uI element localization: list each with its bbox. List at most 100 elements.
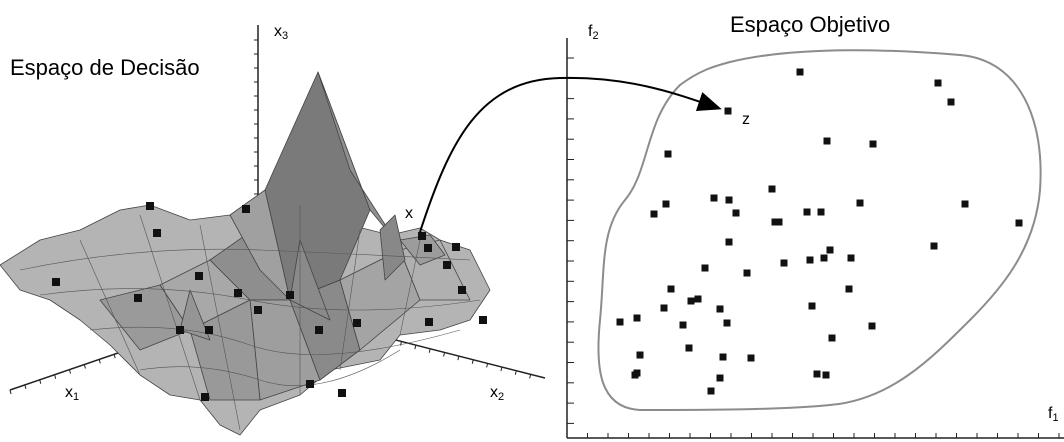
x2-tick	[514, 370, 517, 375]
decision-point-marker	[153, 229, 161, 237]
x2-tick	[500, 366, 503, 372]
decision-point-marker	[52, 278, 60, 286]
f1-axis-label: f1	[1048, 405, 1059, 424]
decision-point-marker	[201, 393, 209, 401]
objective-point-marker	[856, 199, 864, 207]
decision-point-marker	[443, 261, 451, 269]
objective-point-label: z	[742, 111, 750, 128]
objective-point-marker	[947, 98, 955, 106]
objective-space-markers	[616, 68, 1023, 395]
objective-point-marker	[743, 269, 751, 277]
objective-point-marker	[616, 318, 624, 326]
x2-tick	[529, 374, 532, 379]
objective-point-marker	[847, 254, 855, 262]
decision-point-marker	[424, 244, 432, 252]
objective-point-marker	[869, 140, 877, 148]
objective-point-marker	[1015, 219, 1023, 227]
objective-point-marker	[930, 242, 938, 250]
objective-point-marker	[687, 297, 695, 305]
objective-point-marker	[820, 254, 828, 262]
objective-point-marker	[660, 304, 668, 312]
objective-point-marker	[796, 68, 804, 76]
x2-tick	[457, 355, 460, 361]
objective-point-marker	[631, 371, 639, 379]
x1-tick	[83, 364, 86, 369]
objective-point-marker	[662, 200, 670, 208]
objective-space-title: Espaço Objetivo	[730, 12, 891, 37]
decision-point-marker	[242, 205, 250, 213]
decision-point-marker	[315, 326, 323, 334]
objective-point-marker	[725, 238, 733, 246]
objective-point-marker	[826, 246, 834, 254]
objective-point-marker	[723, 319, 731, 327]
x2-tick	[471, 359, 474, 364]
objective-point-marker	[725, 196, 733, 204]
decision-surface	[0, 71, 491, 436]
surface-grid-lines	[19, 205, 481, 431]
objective-point-marker	[823, 137, 831, 145]
mapping-arrow	[419, 76, 722, 233]
x3-axis-label: x3	[274, 23, 289, 42]
x2-tick	[428, 348, 431, 353]
objective-point-marker	[636, 351, 644, 359]
objective-point-marker	[808, 302, 816, 310]
objective-point-marker	[822, 371, 830, 379]
x2-tick	[486, 363, 489, 368]
decision-point-marker	[205, 326, 213, 334]
objective-point-marker	[667, 285, 675, 293]
decision-point-marker	[452, 243, 460, 251]
x1-tick	[9, 389, 12, 395]
objective-point-marker	[679, 321, 687, 329]
objective-point-marker	[685, 344, 693, 352]
objective-point-marker	[768, 185, 776, 193]
objective-point-marker	[710, 194, 718, 202]
objective-space-axes	[566, 38, 1064, 439]
decision-point-marker	[425, 318, 433, 326]
objective-point-marker	[650, 210, 658, 218]
x1-tick	[54, 374, 57, 379]
decision-point-marker	[338, 389, 346, 397]
decision-point-label: x	[405, 205, 413, 222]
x1-tick	[98, 359, 101, 364]
decision-point-marker	[286, 291, 294, 299]
x1-tick	[69, 369, 72, 374]
x1-tick	[24, 384, 27, 390]
objective-point-marker	[719, 353, 727, 361]
objective-point-marker	[813, 370, 821, 378]
objective-point-marker	[780, 259, 788, 267]
objective-point-marker	[724, 107, 732, 115]
objective-point-marker	[803, 208, 811, 216]
objective-point-marker	[845, 285, 853, 293]
objective-point-marker	[868, 322, 876, 330]
objective-point-marker	[707, 387, 715, 395]
decision-point-marker	[479, 316, 487, 324]
objective-point-marker	[806, 256, 814, 264]
feasible-region-outline	[597, 49, 1042, 412]
objective-point-marker	[633, 314, 641, 322]
objective-point-marker	[775, 218, 783, 226]
decision-point-marker	[134, 294, 142, 302]
decision-point-marker	[195, 272, 203, 280]
objective-point-marker	[817, 208, 825, 216]
objective-space-axis-ticks	[566, 57, 1060, 438]
decision-point-marker	[458, 286, 466, 294]
x1-axis-label: x1	[65, 384, 80, 403]
x1-tick	[113, 354, 116, 359]
f2-axis-label: f2	[588, 23, 599, 42]
objective-point-marker	[961, 200, 969, 208]
objective-point-marker	[664, 150, 672, 158]
decision-point-marker	[146, 202, 154, 210]
decision-point-marker	[353, 319, 361, 327]
decision-point-marker	[176, 326, 184, 334]
decision-point-marker	[234, 289, 242, 297]
decision-point-marker	[306, 380, 314, 388]
objective-point-marker	[771, 218, 779, 226]
decision-space-title: Espaço de Decisão	[10, 55, 200, 80]
decision-point-marker	[254, 306, 262, 314]
objective-point-marker	[747, 354, 755, 362]
objective-point-marker	[716, 305, 724, 313]
x1-tick	[39, 379, 42, 384]
objective-point-marker	[694, 295, 702, 303]
objective-point-marker	[701, 264, 709, 272]
